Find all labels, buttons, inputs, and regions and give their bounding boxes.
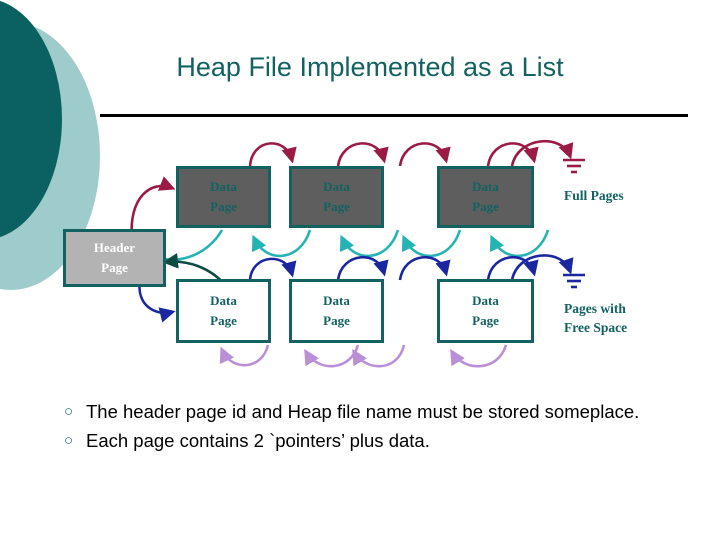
page-title: Heap File Implemented as a List	[176, 52, 564, 82]
data-page-line1: Data	[323, 293, 350, 308]
header-page-box[interactable]: Header Page	[63, 229, 166, 287]
header-page-line2: Page	[101, 260, 128, 275]
full-data-page-box-1[interactable]: Data Page	[176, 166, 271, 228]
data-page-line2: Page	[323, 199, 350, 214]
title-divider	[100, 114, 688, 117]
list-item: ○ Each page contains 2 `pointers’ plus d…	[62, 427, 682, 454]
ground-terminator-icon-free	[563, 273, 585, 289]
bullet-text: The header page id and Heap file name mu…	[86, 401, 640, 422]
free-pages-caption-line1: Pages with	[564, 301, 626, 316]
data-page-line1: Data	[323, 179, 350, 194]
data-page-line1: Data	[472, 293, 499, 308]
header-page-line1: Header	[93, 240, 136, 255]
full-data-page-box-2[interactable]: Data Page	[289, 166, 384, 228]
ground-terminator-icon-full	[563, 158, 585, 174]
data-page-line2: Page	[210, 199, 237, 214]
free-data-page-box-3[interactable]: Data Page	[437, 279, 534, 343]
free-data-page-box-1[interactable]: Data Page	[176, 279, 271, 343]
full-pages-caption: Full Pages	[564, 188, 624, 203]
data-page-line2: Page	[210, 313, 237, 328]
data-page-line1: Data	[210, 179, 237, 194]
bullet-marker-icon: ○	[64, 403, 74, 420]
bullet-list: ○ The header page id and Heap file name …	[62, 398, 682, 456]
data-page-line1: Data	[210, 293, 237, 308]
data-page-line2: Page	[472, 313, 499, 328]
full-data-page-box-3[interactable]: Data Page	[437, 166, 534, 228]
free-data-page-box-2[interactable]: Data Page	[289, 279, 384, 343]
free-pages-caption-line2: Free Space	[564, 320, 628, 335]
list-item: ○ The header page id and Heap file name …	[62, 398, 682, 425]
data-page-line2: Page	[472, 199, 499, 214]
data-page-line1: Data	[472, 179, 499, 194]
bullet-text: Each page contains 2 `pointers’ plus dat…	[86, 430, 430, 451]
bullet-marker-icon: ○	[64, 432, 74, 449]
data-page-line2: Page	[323, 313, 350, 328]
free-pages-caption: Pages with Free Space	[564, 299, 627, 337]
